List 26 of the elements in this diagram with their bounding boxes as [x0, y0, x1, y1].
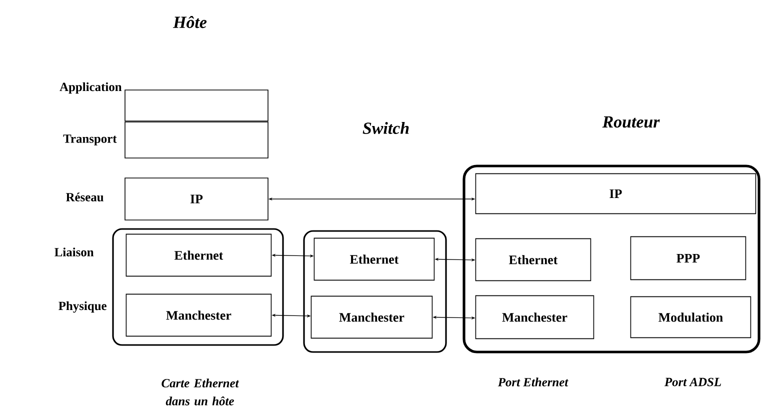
heading: Hôte	[172, 16, 207, 28]
caption: Port ADSL	[664, 378, 721, 386]
layer-label: Liaison	[54, 248, 94, 256]
protocol-box: Ethernet	[126, 234, 272, 277]
heading: Routeur	[602, 116, 660, 128]
caption: Port Ethernet	[498, 378, 568, 386]
protocol-box: Manchester	[475, 295, 594, 340]
layer-box	[124, 122, 268, 158]
node-label: Carte Ethernet dans un hôte	[162, 378, 240, 406]
protocol-box: Ethernet	[475, 238, 592, 282]
protocol-box: Modulation	[630, 296, 752, 338]
layer-label: Réseau	[66, 192, 104, 202]
protocol-box: Manchester	[126, 294, 272, 337]
protocol-box: PPP	[630, 236, 746, 280]
heading: Switch	[362, 122, 409, 134]
protocol-box: Manchester	[310, 296, 433, 339]
protocol-box: Ethernet	[314, 238, 435, 281]
layer-label: Transport	[63, 134, 117, 146]
device-frame	[462, 164, 760, 354]
device-frame	[112, 228, 284, 346]
layer-box	[124, 90, 268, 122]
layer-label: Physique	[58, 301, 106, 313]
protocol-box: IP	[124, 178, 268, 220]
device-frame	[303, 230, 447, 353]
protocol-box: IP	[475, 173, 756, 214]
layer-label: Application	[60, 82, 122, 94]
